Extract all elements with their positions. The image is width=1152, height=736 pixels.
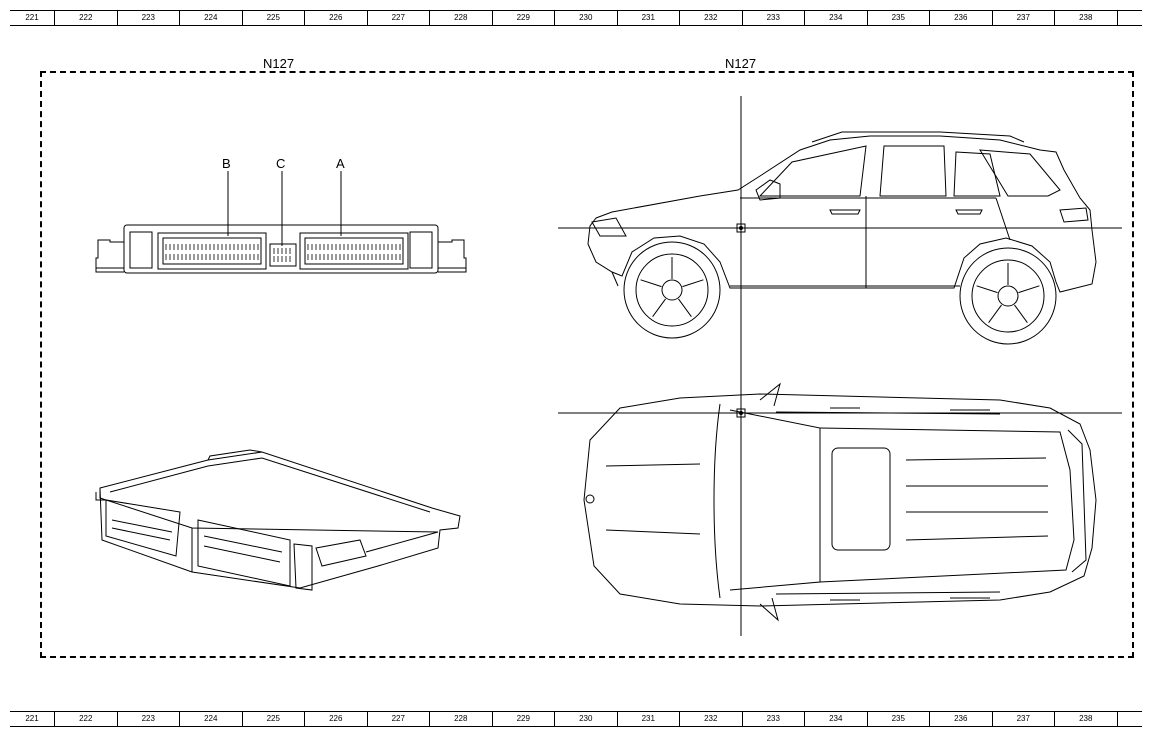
ruler-end-cell: [1116, 11, 1143, 25]
ruler-number: 221: [25, 714, 39, 723]
ruler-number: 222: [54, 11, 117, 25]
ruler-number: 233: [741, 712, 805, 726]
ruler-number: 238: [1054, 712, 1117, 726]
component-label-left: N127: [263, 56, 295, 71]
connector-label-a: A: [336, 156, 345, 171]
wheel-spoke: [640, 279, 662, 288]
connector-label-c: C: [276, 156, 286, 171]
ruler-number: 225: [241, 712, 305, 726]
component-frame: [40, 71, 1134, 658]
wheel-spoke: [682, 279, 704, 288]
ruler-number: 226: [304, 11, 367, 25]
wheel-spoke: [976, 285, 998, 294]
ruler-number: 222: [54, 712, 117, 726]
ruler-number: 221: [25, 13, 39, 22]
ruler-number: 235: [866, 712, 930, 726]
ruler-number: 225: [241, 11, 305, 25]
wheel-spoke: [1014, 304, 1028, 323]
ruler-number: 237: [991, 11, 1055, 25]
component-label-right: N127: [725, 56, 757, 71]
ruler-number: 230: [554, 11, 617, 25]
wheel-spoke: [988, 304, 1002, 323]
control-unit-isometric-view: [95, 449, 461, 591]
connector-label-b: B: [222, 156, 231, 171]
ruler-number: 224: [179, 11, 242, 25]
ruler-number: 235: [866, 11, 930, 25]
ruler-number: 236: [929, 11, 992, 25]
ruler-end-cell: [1116, 712, 1143, 726]
wheel-spoke: [652, 298, 666, 317]
ruler-number: 227: [366, 11, 430, 25]
wheel-spoke: [1018, 285, 1040, 294]
ruler-number: 238: [1054, 11, 1117, 25]
wheel-spoke: [678, 298, 692, 317]
ruler-number: 237: [991, 712, 1055, 726]
ruler-number: 234: [804, 11, 867, 25]
ruler-number: 228: [429, 712, 492, 726]
ruler-number: 223: [116, 11, 180, 25]
ruler-number: 228: [429, 11, 492, 25]
ruler-number: 229: [491, 712, 555, 726]
connector-b: [157, 232, 267, 270]
control-unit-front-view: [95, 171, 467, 274]
ruler-number: 227: [366, 712, 430, 726]
connector-c: [269, 243, 297, 267]
connector-a: [299, 232, 409, 270]
ruler-number: 231: [616, 11, 680, 25]
ruler-number: 232: [679, 11, 742, 25]
vehicle-side-view: [587, 131, 1097, 345]
ruler-number: 233: [741, 11, 805, 25]
vehicle-top-view: [583, 382, 1097, 622]
ruler-number: 236: [929, 712, 992, 726]
ruler-number: 229: [491, 11, 555, 25]
ruler-number: 226: [304, 712, 367, 726]
location-crosshairs: [558, 96, 1122, 636]
ruler-number: 234: [804, 712, 867, 726]
ruler-number: 231: [616, 712, 680, 726]
ruler-number: 223: [116, 712, 180, 726]
ruler-number: 224: [179, 712, 242, 726]
ruler-number: 232: [679, 712, 742, 726]
ruler-number: 230: [554, 712, 617, 726]
